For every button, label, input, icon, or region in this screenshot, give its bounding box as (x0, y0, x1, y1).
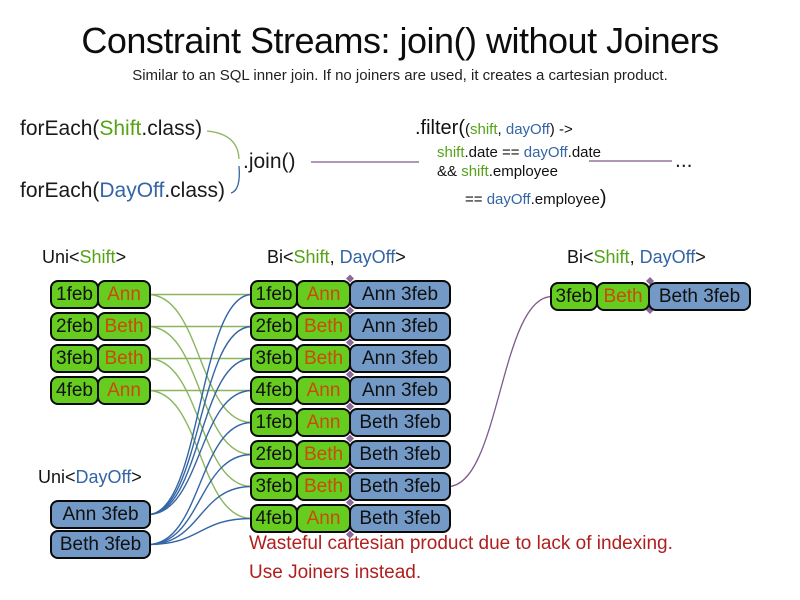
shift-row: 3feb Beth (0, 344, 800, 373)
pair-employee-cell: Beth (296, 344, 351, 373)
code-foreach-shift-fn: forEach( (20, 117, 100, 140)
code-filter-dayoff-token2: dayOff (486, 191, 531, 208)
code-filter-dayoff-token: dayOff (523, 144, 568, 161)
dayoff-cell: Ann 3feb (50, 500, 151, 529)
code-filter-line1: .filter((shift, dayOff) -> (415, 117, 573, 140)
code-foreach-dayoff-end: .class) (164, 179, 226, 202)
pair-row: 3feb Beth Ann 3feb (0, 344, 800, 373)
result-dayoff-cell: Beth 3feb (648, 282, 751, 311)
code-foreach-shift: forEach(Shift.class) (20, 117, 202, 141)
pair-dayoff-cell: Ann 3feb (349, 376, 451, 405)
code-foreach-dayoff: forEach(DayOff.class) (20, 179, 225, 203)
pair-date-cell: 4feb (250, 376, 298, 405)
code-filter-and: && (437, 163, 462, 180)
pair-row: 1feb Ann Ann 3feb (0, 280, 800, 309)
pair-employee-cell: Ann (296, 408, 351, 437)
pair-employee-cell: Ann (296, 376, 351, 405)
label-bi-right: Bi<Shift, DayOff> (567, 247, 706, 267)
result-employee-cell: Beth (596, 282, 650, 311)
result-date-cell: 3feb (550, 282, 598, 311)
code-foreach-dayoff-fn: forEach( (20, 179, 100, 202)
shift-employee-cell: Ann (97, 280, 151, 309)
pair-row: 3feb Beth Beth 3feb (0, 472, 800, 501)
shift-date-cell: 3feb (50, 344, 99, 373)
code-filter-employee: .employee (488, 163, 558, 180)
code-foreach-shift-end: .class) (141, 117, 203, 140)
page-title: Constraint Streams: join() without Joine… (81, 20, 719, 61)
code-ellipsis: ... (675, 149, 693, 172)
label-bi-mid: Bi<Shift, DayOff> (267, 247, 406, 267)
pair-dayoff-cell: Beth 3feb (349, 472, 451, 501)
code-filter-close-paren: ) (599, 187, 607, 209)
code-filter-eq2: == (465, 191, 487, 208)
shift-date-cell: 2feb (50, 312, 99, 341)
shift-row: 4feb Ann (0, 376, 800, 405)
code-filter-paren: ( (465, 121, 470, 138)
shift-employee-cell: Beth (97, 312, 151, 341)
pair-employee-cell: Beth (296, 312, 351, 341)
code-filter-line3: && shift.employee (437, 163, 558, 180)
page-subtitle: Similar to an SQL inner join. If no join… (132, 67, 668, 84)
pair-date-cell: 3feb (250, 344, 298, 373)
pair-dayoff-cell: Beth 3feb (349, 504, 451, 533)
pair-date-cell: 4feb (250, 504, 298, 533)
code-filter-arg-shift: shift (470, 121, 498, 138)
pair-employee-cell: Beth (296, 440, 351, 469)
pair-row: 4feb Ann Beth 3feb (0, 504, 800, 533)
code-filter-date-eq: .date == (464, 144, 524, 161)
code-filter-employee2: .employee (530, 191, 600, 208)
pair-dayoff-cell: Ann 3feb (349, 280, 451, 309)
result-row: 3feb Beth Beth 3feb (0, 282, 800, 311)
warning-note-line2: Use Joiners instead. (249, 562, 422, 583)
pair-dayoff-cell: Beth 3feb (349, 408, 451, 437)
code-dayoff-class-token: DayOff (99, 179, 165, 202)
warning-note: Wasteful cartesian product due to lack o… (249, 529, 673, 587)
shift-employee-cell: Beth (97, 344, 151, 373)
code-join: .join() (243, 150, 296, 173)
pair-employee-cell: Beth (296, 472, 351, 501)
pair-date-cell: 2feb (250, 440, 298, 469)
pair-date-cell: 3feb (250, 472, 298, 501)
code-filter-sep: , (497, 121, 506, 138)
shift-employee-cell: Ann (97, 376, 151, 405)
pair-dayoff-cell: Ann 3feb (349, 312, 451, 341)
pair-row: 1feb Ann Beth 3feb (0, 408, 800, 437)
label-uni-dayoff: Uni<DayOff> (38, 467, 142, 487)
label-uni-shift: Uni<Shift> (42, 247, 127, 267)
pair-row: 2feb Beth Beth 3feb (0, 440, 800, 469)
code-filter-line4: == dayOff.employee) (465, 187, 607, 210)
pair-date-cell: 1feb (250, 408, 298, 437)
pair-dayoff-cell: Beth 3feb (349, 440, 451, 469)
code-filter-shift-token2: shift (461, 163, 489, 180)
pair-row: 2feb Beth Ann 3feb (0, 312, 800, 341)
code-filter-arg-dayoff: dayOff (505, 121, 550, 138)
code-filter-line2: shift.date == dayOff.date (437, 144, 601, 161)
shift-row: 1feb Ann (0, 280, 800, 309)
code-shift-class-token: Shift (99, 117, 142, 140)
code-filter-shift-token: shift (437, 144, 465, 161)
code-filter-arrow: ) -> (549, 121, 573, 138)
shift-date-cell: 4feb (50, 376, 99, 405)
code-filter-head: .filter( (415, 117, 465, 139)
shift-row: 2feb Beth (0, 312, 800, 341)
pair-employee-cell: Ann (296, 280, 351, 309)
code-filter-date2: .date (567, 144, 602, 161)
warning-note-line1: Wasteful cartesian product due to lack o… (249, 533, 673, 554)
dayoff-cell: Beth 3feb (50, 530, 151, 559)
pair-dayoff-cell: Ann 3feb (349, 344, 451, 373)
pair-employee-cell: Ann (296, 504, 351, 533)
pair-row: 4feb Ann Ann 3feb (0, 376, 800, 405)
pair-date-cell: 2feb (250, 312, 298, 341)
